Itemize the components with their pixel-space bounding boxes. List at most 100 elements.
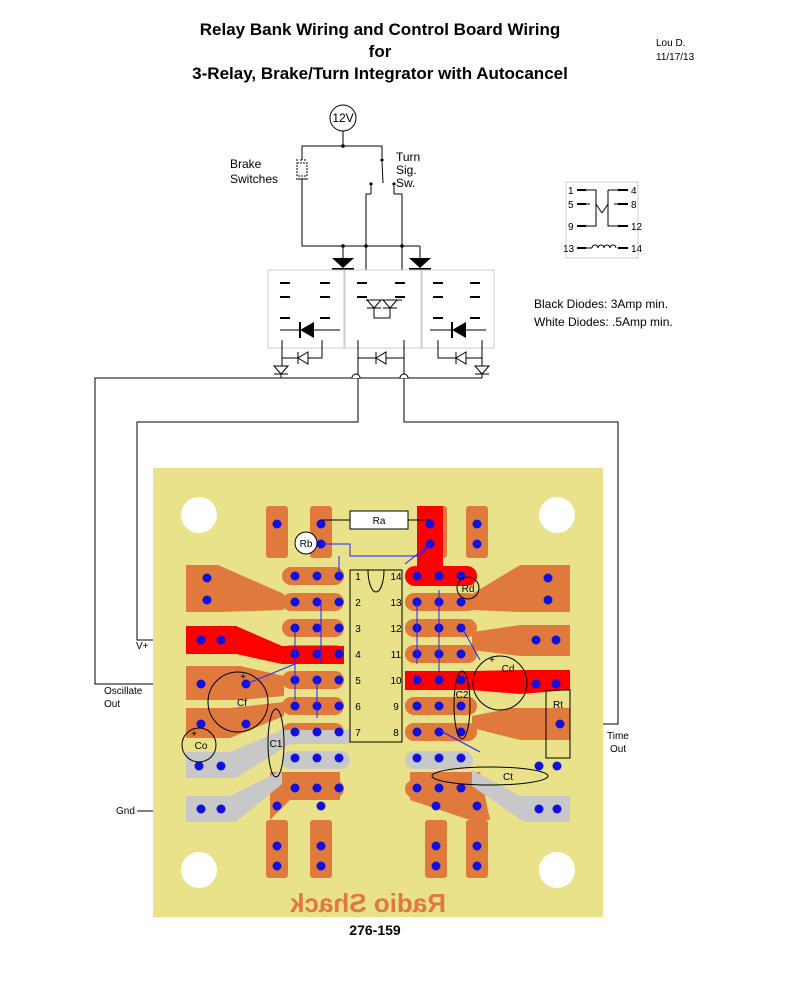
rd-body — [456, 576, 480, 600]
cd-polarity: + — [489, 655, 495, 666]
title-line-1: Relay Bank Wiring and Control Board Wiri… — [199, 20, 561, 39]
pin-4: 4 — [631, 186, 637, 197]
drill-hole — [290, 571, 300, 581]
copper-pad — [266, 506, 288, 558]
pin-12: 12 — [631, 222, 643, 233]
wire — [321, 543, 431, 557]
drill-hole — [312, 571, 322, 581]
drill-hole — [552, 761, 562, 771]
white-diodes-note: White Diodes: .5Amp min. — [534, 315, 673, 329]
author-name: Lou D. — [656, 38, 686, 49]
vplus-label: V+ — [136, 641, 149, 652]
drill-hole — [202, 595, 212, 605]
drill-hole — [290, 783, 300, 793]
ic-notch — [367, 569, 385, 593]
relay-bank — [267, 269, 495, 379]
drill-hole — [241, 719, 251, 729]
drill-hole — [456, 753, 466, 763]
drill-hole — [472, 539, 482, 549]
ic-pin-label: 8 — [393, 728, 399, 739]
co-label: Co — [195, 741, 208, 752]
black-diodes-note: Black Diodes: 3Amp min. — [534, 297, 669, 311]
ic-pin-label: 4 — [355, 650, 361, 661]
drill-hole — [272, 519, 282, 529]
brake-switches-label-2: Switches — [230, 172, 279, 186]
rb-label: Rb — [300, 539, 313, 550]
power-trace — [186, 626, 344, 664]
turn-switch-label-2: Sig. — [396, 163, 417, 177]
drill-hole — [412, 753, 422, 763]
drill-hole — [312, 623, 322, 633]
drill-hole — [202, 573, 212, 583]
copper-pad — [186, 702, 284, 738]
author-date: 11/17/13 — [656, 52, 695, 63]
ground-trace — [472, 770, 570, 822]
power-trace — [405, 670, 570, 694]
oscillate-out-label-2: Out — [104, 699, 121, 710]
oscillate-out-label-1: Oscillate — [104, 686, 143, 697]
drill-hole — [434, 753, 444, 763]
board-brand: Radio Shack — [289, 888, 446, 918]
drill-hole — [316, 841, 326, 851]
drill-hole — [216, 635, 226, 645]
cd-body — [472, 655, 528, 711]
drill-hole — [312, 649, 322, 659]
drill-hole — [272, 841, 282, 851]
c2-label: C2 — [456, 690, 469, 701]
ic-outline — [349, 569, 403, 743]
pin-13: 13 — [563, 244, 575, 255]
drill-hole — [334, 597, 344, 607]
drill-hole — [216, 761, 226, 771]
pin-9: 9 — [568, 222, 574, 233]
rb-body — [294, 531, 318, 555]
drill-hole — [334, 753, 344, 763]
drill-hole — [472, 519, 482, 529]
cf-label: Cf — [237, 698, 247, 709]
wire — [245, 663, 296, 685]
rt-body — [545, 689, 571, 759]
drill-hole — [412, 675, 422, 685]
drill-hole — [272, 801, 282, 811]
drill-hole — [334, 675, 344, 685]
time-out-label-2: Out — [610, 744, 627, 755]
drill-hole — [434, 675, 444, 685]
drill-hole — [456, 649, 466, 659]
wire — [404, 543, 431, 565]
drill-hole — [196, 679, 206, 689]
ra-body — [349, 510, 409, 530]
drill-hole — [434, 571, 444, 581]
ct-label: Ct — [503, 772, 513, 783]
ic-pin-label: 13 — [390, 598, 402, 609]
wire — [460, 625, 481, 661]
title-line-3: 3-Relay, Brake/Turn Integrator with Auto… — [192, 64, 568, 83]
ic-pin-label: 1 — [355, 572, 361, 583]
drill-hole — [543, 595, 553, 605]
drill-hole — [551, 635, 561, 645]
drill-hole — [534, 761, 544, 771]
mount-hole-tl — [181, 497, 217, 533]
c1-label: C1 — [270, 739, 283, 750]
drill-hole — [316, 801, 326, 811]
drill-hole — [312, 727, 322, 737]
pin-8: 8 — [631, 200, 637, 211]
ic-pin-label: 9 — [393, 702, 399, 713]
ic-pin-label: 14 — [390, 572, 402, 583]
drill-hole — [543, 573, 553, 583]
co-body — [181, 727, 217, 763]
drill-hole — [431, 861, 441, 871]
cd-label: Cd — [502, 664, 515, 675]
drill-hole — [196, 635, 206, 645]
drill-hole — [431, 841, 441, 851]
mount-hole-bl — [181, 852, 217, 888]
drill-hole — [551, 679, 561, 689]
drill-hole — [425, 519, 435, 529]
drill-hole — [412, 701, 422, 711]
drill-hole — [434, 701, 444, 711]
ic-pin-label: 10 — [390, 676, 402, 687]
drill-hole — [334, 727, 344, 737]
board-part-number: 276-159 — [349, 922, 401, 938]
drill-hole — [316, 519, 326, 529]
